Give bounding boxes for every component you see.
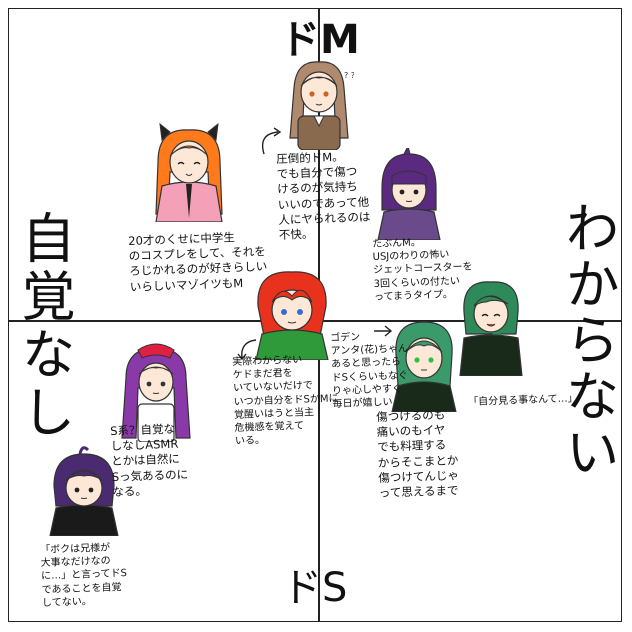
right-arrow-icon [374, 325, 393, 337]
axis-label-right: わからない [556, 200, 619, 480]
curved-arrow-icon [261, 127, 282, 155]
note-top-center: 圧倒的ドM。 でも自分で傷つ けるのが気持ち いいのであって他 人にヤられるのは… [276, 149, 371, 242]
note-top-right: たぶんM。 USJのわりの怖い ジェットコースターを 3回くらいの付たい ってま… [372, 237, 473, 303]
axis-label-top: ドM [280, 17, 360, 63]
character-red-hair-boy [255, 271, 329, 360]
axis-label-left: 自覚なし [12, 210, 75, 442]
note-top-left: 20才のくせに中学生 のコスプレをして、それを ろじかれるのが好きらしい いらし… [128, 230, 268, 294]
note-center: 実際わからない ケドまだ君を いていないだけで いつか自分をドSかMに 覚醒いは… [232, 354, 339, 448]
curved-arrow-icon [237, 339, 257, 361]
character-green-hair-girl [391, 321, 457, 412]
svg-text:? ?: ? ? [344, 71, 354, 80]
note-bottom-left: 「ボクは兄様が 大事なだけなの に…」と言ってドS であることを自覚 してない。 [40, 542, 128, 609]
character-purple-short-hair-boy [49, 446, 119, 536]
character-brown-long-hair-girl: ? ? [289, 61, 354, 150]
note-right-mid: ゴデン アンタ(花)ちゃん あると思ったら ドSくらいもなぐ りゃ心しやすく 毎… [330, 331, 409, 410]
note-left-bottom: S系？自覚な しなしASMR とかは自然に Sっ気あるのに なる。 [110, 421, 189, 499]
character-orange-hair-bow-girl [155, 122, 223, 222]
character-green-wavy-hair-girl [459, 281, 523, 376]
note-right-bottom: 傷つけるのも 痛いのもイヤ でも料理する からそこまとか 傷つけてんじゃ って思… [376, 407, 460, 500]
character-purple-bob-girl [377, 148, 441, 240]
axis-label-bottom: ドS [282, 565, 348, 611]
character-purple-long-hair-girl [121, 343, 191, 442]
chart-frame [8, 8, 622, 622]
